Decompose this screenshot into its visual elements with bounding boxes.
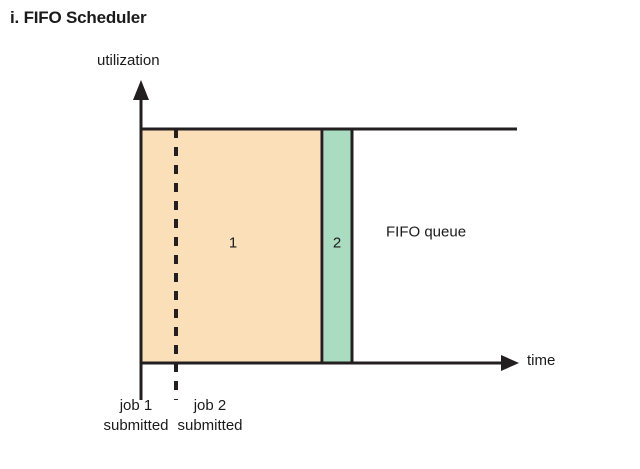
job2-block-label: 2 xyxy=(332,234,342,252)
fifo-queue-label: FIFO queue xyxy=(386,223,467,241)
job1-block-fill xyxy=(142,130,322,363)
job2-block-fill xyxy=(324,130,351,363)
job1-caption-line1: job 1 xyxy=(119,397,153,414)
job1-submitted-caption: job 1 submitted xyxy=(103,396,168,436)
y-axis xyxy=(133,80,149,363)
job2-submitted-caption: job 2 submitted xyxy=(177,396,242,436)
job2-caption-line2: submitted xyxy=(177,417,243,434)
job1-block-outline xyxy=(142,127,324,364)
figure-title: i. FIFO Scheduler xyxy=(10,8,147,27)
y-axis-label: utilization xyxy=(97,52,160,69)
job2-caption-line1: job 2 xyxy=(193,397,227,414)
job1-block-label: 1 xyxy=(228,234,238,252)
x-axis xyxy=(141,355,519,371)
x-axis-label: time xyxy=(527,352,556,369)
job1-caption-line2: submitted xyxy=(103,417,169,434)
